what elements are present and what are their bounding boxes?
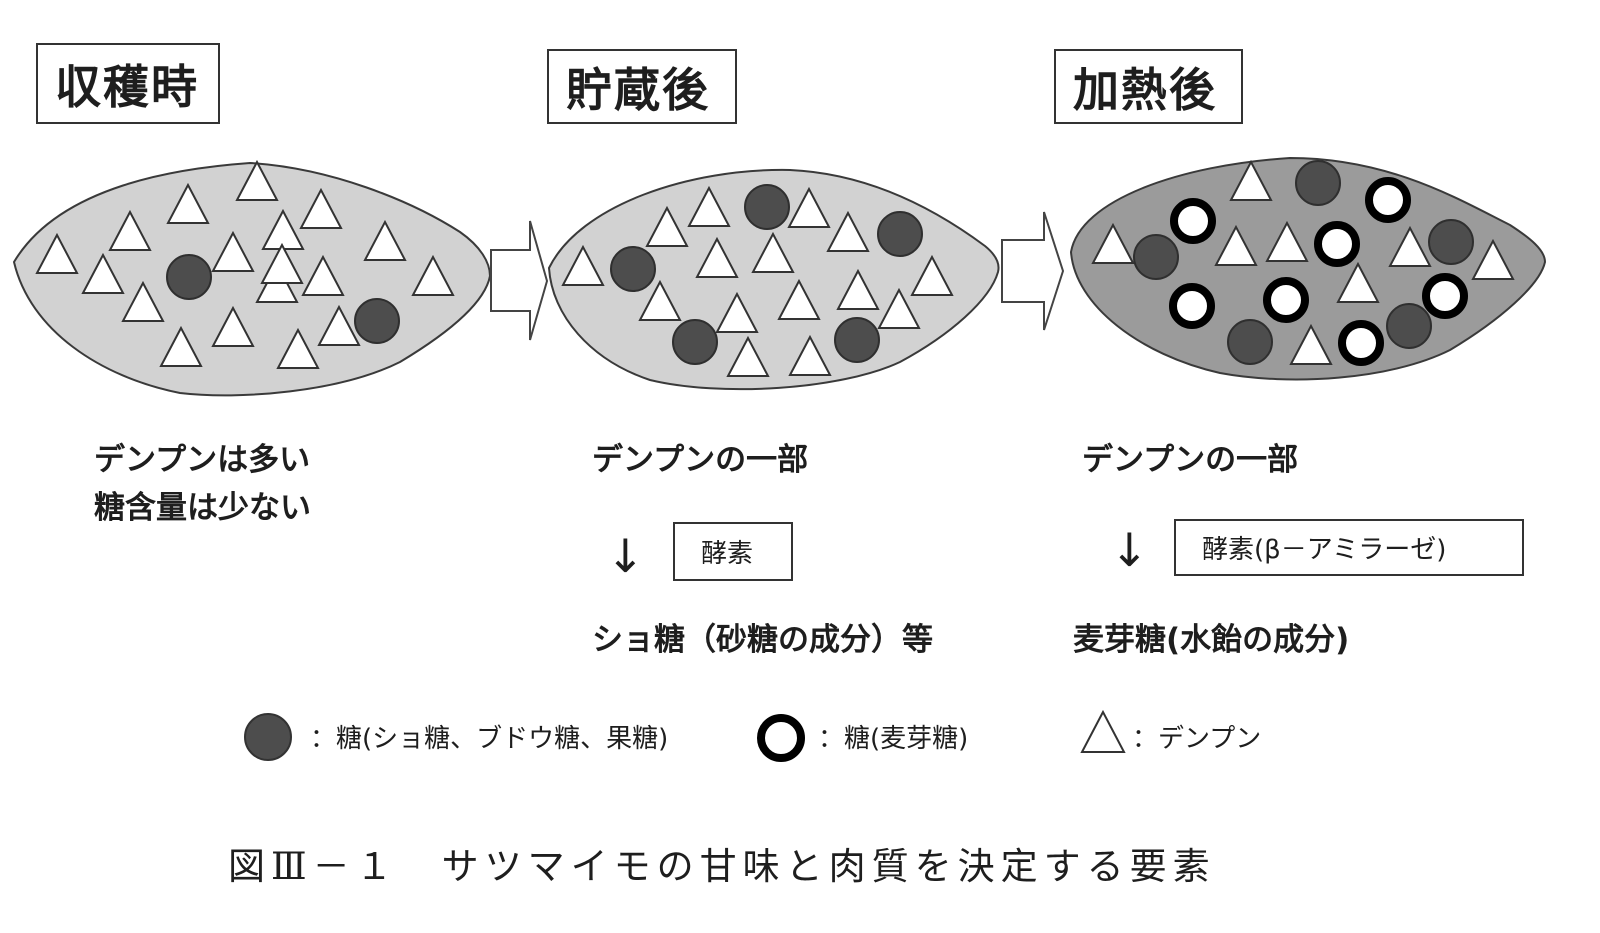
harvest-starch-marker: [81, 252, 125, 294]
heated-starch-marker: [1229, 159, 1273, 201]
harvest-starch-marker: [159, 325, 203, 367]
harvest-starch-marker: [363, 219, 407, 261]
stage-title-harvest: 収穫時: [36, 43, 220, 124]
legend-sugar-icon: [244, 713, 292, 761]
heated-starch-marker: [1471, 238, 1515, 280]
legend-maltose-label: ：糖(麦芽糖): [818, 724, 969, 754]
storage-starch-marker: [638, 279, 682, 321]
storage-note-line1: デンプンの一部: [592, 442, 809, 478]
storage-markers: [561, 184, 954, 377]
harvest-markers: [35, 159, 455, 369]
heated-sugar-marker: [1295, 160, 1341, 206]
heated-note-line1: デンプンの一部: [1082, 442, 1299, 478]
storage-sugar-marker: [877, 211, 923, 257]
harvest-starch-marker: [235, 159, 279, 201]
storage-starch-marker: [787, 186, 831, 228]
harvest-starch-marker: [211, 305, 255, 347]
storage-sugar-marker: [834, 317, 880, 363]
harvest-starch-marker: [299, 187, 343, 229]
storage-starch-marker: [645, 205, 689, 247]
storage-starch-marker: [826, 210, 870, 252]
harvest-starch-marker: [411, 254, 455, 296]
heated-sugar-marker: [1386, 303, 1432, 349]
storage-starch-marker: [726, 335, 770, 377]
storage-starch-marker: [751, 231, 795, 273]
storage-starch-marker: [877, 287, 921, 329]
heated-maltose-marker: [1338, 320, 1384, 366]
process-arrow-2: [1001, 211, 1065, 331]
harvest-starch-marker: [108, 209, 152, 251]
harvest-sugar-marker: [166, 254, 212, 300]
storage-enzyme-box: 酵素: [673, 522, 793, 581]
harvest-starch-marker: [35, 232, 79, 274]
heated-starch-marker: [1214, 224, 1258, 266]
heated-starch-marker: [1388, 225, 1432, 267]
storage-starch-marker: [561, 244, 605, 286]
harvest-sugar-marker: [354, 298, 400, 344]
heated-maltose-marker: [1365, 177, 1411, 223]
storage-sugar-marker: [610, 246, 656, 292]
harvest-starch-marker: [121, 280, 165, 322]
harvest-starch-marker: [317, 304, 361, 346]
heated-starch-marker: [1336, 261, 1380, 303]
storage-down-arrow: ↓: [606, 529, 645, 583]
legend-starch-label: ：デンプン: [1132, 724, 1262, 754]
harvest-starch-marker: [211, 230, 255, 272]
heated-maltose-marker: [1169, 283, 1215, 329]
storage-sugar-marker: [672, 319, 718, 365]
heated-sugar-marker: [1133, 234, 1179, 280]
harvest-starch-marker: [260, 242, 304, 284]
storage-result: ショ糖（砂糖の成分）等: [592, 622, 933, 658]
harvest-starch-marker: [276, 327, 320, 369]
harvest-note-line2: 糖含量は少ない: [94, 490, 311, 526]
heated-maltose-marker: [1422, 273, 1468, 319]
legend-starch-icon: [1080, 709, 1126, 753]
harvest-starch-marker: [166, 182, 210, 224]
storage-starch-marker: [687, 185, 731, 227]
storage-starch-marker: [715, 291, 759, 333]
stage-title-storage: 貯蔵後: [547, 49, 737, 124]
figure-caption: 図Ⅲ－１ サツマイモの甘味と肉質を決定する要素: [228, 845, 1216, 888]
heated-down-arrow: ↓: [1110, 523, 1149, 577]
harvest-note-line1: デンプンは多い: [94, 442, 311, 478]
heated-markers: [1091, 159, 1515, 366]
heated-sugar-marker: [1428, 219, 1474, 265]
storage-sugar-marker: [744, 184, 790, 230]
heated-maltose-marker: [1170, 198, 1216, 244]
stage-title-heated: 加熱後: [1054, 49, 1243, 124]
storage-starch-marker: [788, 334, 832, 376]
heated-starch-marker: [1289, 323, 1333, 365]
storage-starch-marker: [777, 278, 821, 320]
heated-maltose-marker: [1314, 221, 1360, 267]
heated-maltose-marker: [1263, 277, 1309, 323]
heated-enzyme-box: 酵素(β－アミラーゼ): [1174, 519, 1524, 576]
harvest-starch-marker: [301, 254, 345, 296]
heated-starch-marker: [1265, 220, 1309, 262]
storage-starch-marker: [836, 268, 880, 310]
storage-starch-marker: [910, 254, 954, 296]
legend-sugar-label: ：糖(ショ糖、ブドウ糖、果糖): [310, 724, 669, 754]
legend-maltose-icon: [757, 714, 805, 762]
storage-starch-marker: [695, 236, 739, 278]
process-arrow-1: [490, 220, 549, 341]
heated-result: 麦芽糖(水飴の成分): [1073, 622, 1350, 658]
heated-sugar-marker: [1227, 319, 1273, 365]
heated-starch-marker: [1091, 222, 1135, 264]
